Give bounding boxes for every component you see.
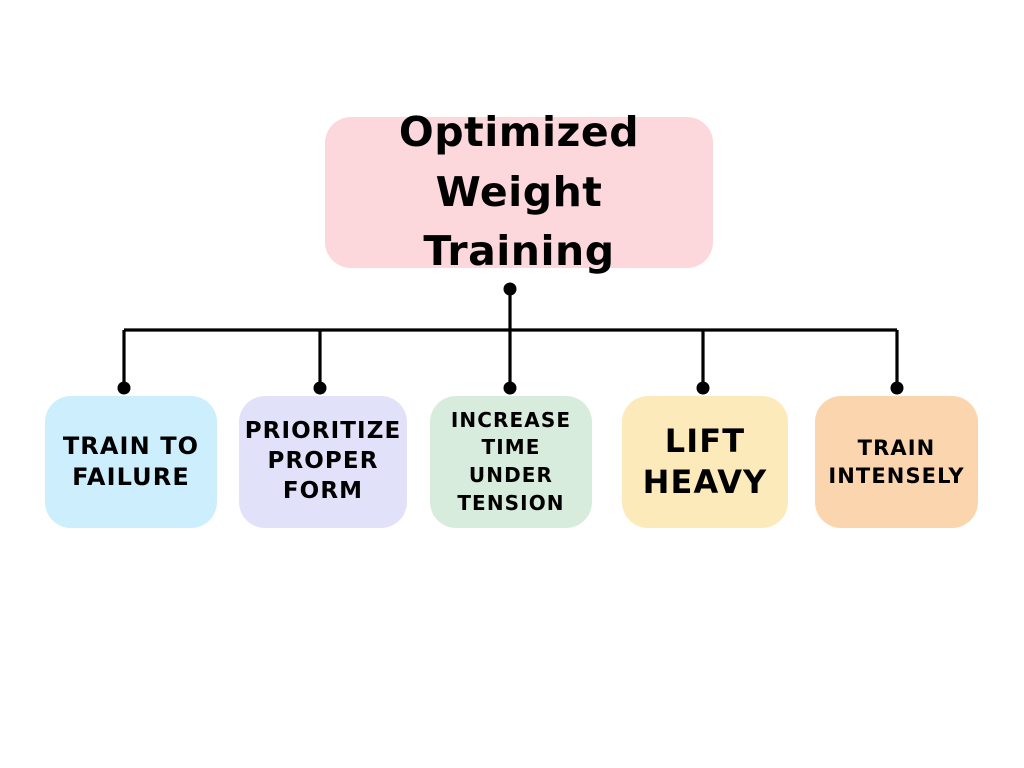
node-child-prioritize-proper-form[interactable]: PRIORITIZE PROPER FORM [239,396,407,528]
node-child-lift-heavy[interactable]: LIFT HEAVY [622,396,788,528]
connector-dot-child-0 [117,381,131,395]
node-child-1-label: PRIORITIZE PROPER FORM [244,418,402,504]
node-root-label: Optimized Weight Training [398,108,640,276]
node-child-0-label: TRAIN TO FAILURE [62,431,200,491]
node-child-3-label: LIFT HEAVY [642,422,768,501]
connector-dot-child-4 [890,381,904,395]
node-root-optimized-weight-training[interactable]: Optimized Weight Training [325,108,713,275]
node-child-train-to-failure[interactable]: TRAIN TO FAILURE [45,396,217,528]
node-child-4-label: TRAIN INTENSELY [828,435,965,488]
connector-dot-child-1 [313,381,327,395]
connector-dot-child-2 [503,381,517,395]
connector-dot-root [503,282,517,296]
node-child-2-label: INCREASE TIME UNDER TENSION [450,407,572,515]
node-child-increase-time-under-tension[interactable]: INCREASE TIME UNDER TENSION [430,396,592,528]
node-child-train-intensely[interactable]: TRAIN INTENSELY [815,396,978,528]
connector-dot-child-3 [696,381,710,395]
